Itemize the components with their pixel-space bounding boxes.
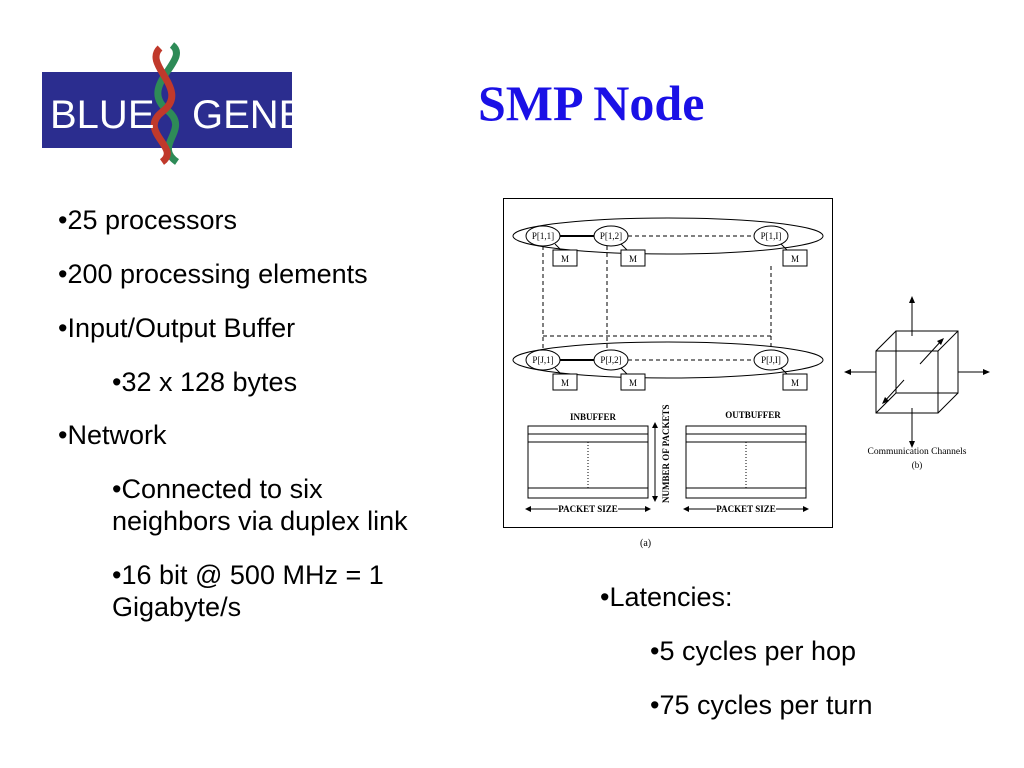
packet-size-label-out: PACKET SIZE xyxy=(716,504,775,514)
bullet-bandwidth: •16 bit @ 500 MHz = 1 Gigabyte/s xyxy=(112,560,384,622)
number-of-packets-label: NUMBER OF PACKETS xyxy=(661,404,671,503)
memory-1: M xyxy=(561,254,569,264)
communication-channels-label: Communication Channels xyxy=(868,447,967,457)
node-pji: P[J,I] xyxy=(761,355,781,365)
bullet-buffer-size: •32 x 128 bytes xyxy=(112,366,298,397)
bottom-ring xyxy=(512,341,824,379)
diagram-b-caption: (b) xyxy=(912,460,923,470)
communication-channels-diagram: Communication Channels (b) xyxy=(844,296,990,470)
packet-size-label-in: PACKET SIZE xyxy=(558,504,617,514)
top-ring xyxy=(512,217,824,255)
bullet-latencies: •Latencies: xyxy=(600,582,733,612)
bullet-neighbors: •Connected to six neighbors via duplex l… xyxy=(112,474,408,537)
node-p12: P[1,2] xyxy=(600,231,622,241)
smp-node-diagram: P[1,1] P[1,2] P[1,I] M M M P[J,1] P[J,2]… xyxy=(503,198,833,528)
node-p11: P[1,1] xyxy=(532,231,554,241)
inbuffer-box xyxy=(527,425,649,499)
outbuffer-box xyxy=(685,425,807,499)
bullet-turn-latency: •75 cycles per turn xyxy=(650,689,873,720)
bullet-processors: •25 processors xyxy=(58,205,238,235)
page-title: SMP Node xyxy=(478,75,705,131)
diagram-a-caption: (a) xyxy=(640,538,652,549)
memory-2: M xyxy=(629,254,637,264)
blue-gene-logo: BLUE GENE xyxy=(42,42,292,165)
bullet-network: •Network xyxy=(58,420,167,451)
right-bullet-list: •Latencies: •5 cycles per hop •75 cycles… xyxy=(600,582,1000,744)
inbuffer-label: INBUFFER xyxy=(570,412,617,422)
node-pj1: P[J,1] xyxy=(532,355,553,365)
bullet-hop-latency: •5 cycles per hop xyxy=(650,635,857,666)
node-pj2: P[J,2] xyxy=(600,355,621,365)
memory-5: M xyxy=(629,378,637,388)
node-p1i: P[1,I] xyxy=(761,231,782,241)
outbuffer-label: OUTBUFFER xyxy=(725,410,781,420)
logo-text-blue: BLUE xyxy=(50,93,155,137)
logo-text-gene: GENE xyxy=(192,93,292,137)
memory-4: M xyxy=(561,378,569,388)
memory-6: M xyxy=(791,378,799,388)
bullet-processing-elements: •200 processing elements xyxy=(58,258,368,289)
left-bullet-list: •25 processors •200 processing elements … xyxy=(58,205,478,646)
bullet-io-buffer: •Input/Output Buffer xyxy=(58,312,296,343)
memory-3: M xyxy=(791,254,799,264)
